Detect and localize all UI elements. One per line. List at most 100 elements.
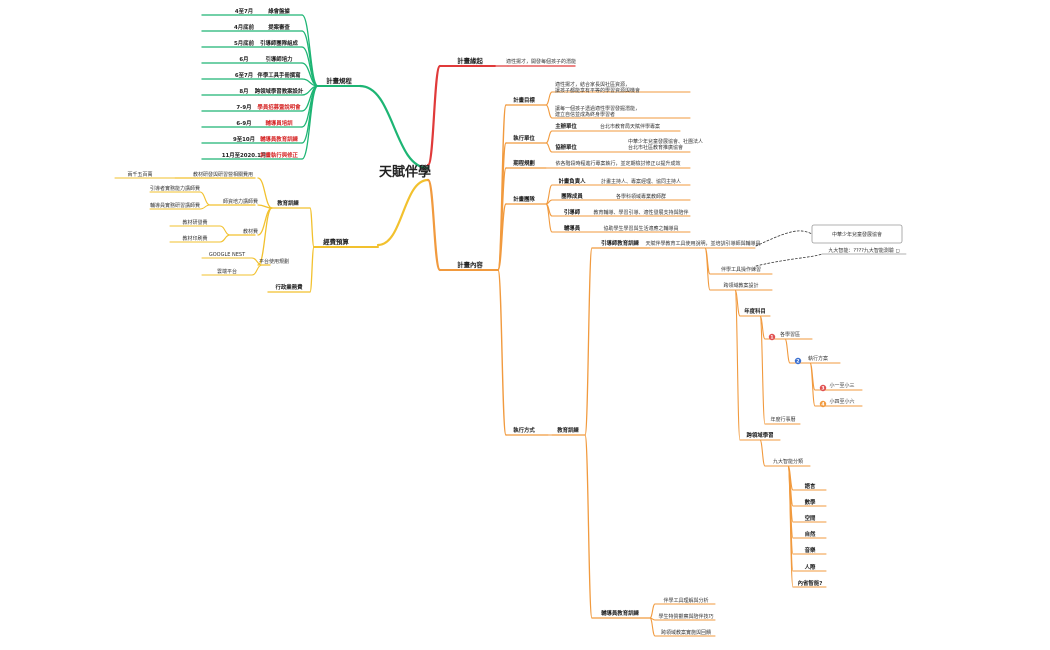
edge-connector	[649, 617, 656, 637]
plan-item-task: 跨領域學習教案設計	[255, 87, 304, 95]
badge-3-icon	[819, 384, 827, 392]
edge-connector	[497, 269, 507, 436]
root-topic: 天賦伴學	[379, 164, 431, 180]
edge-connector	[199, 191, 211, 206]
team-role: 輔導員	[564, 224, 581, 232]
budget-leaf: 輔導員實務研習講師費	[150, 202, 200, 209]
goal-line: 讓每一個孩子透過適性學習發掘潛能，	[555, 105, 640, 112]
callout-connector	[755, 230, 813, 247]
budget-edu-child: 教材研發與研習營相關費用	[193, 171, 253, 178]
guide-training: 引導師教育訓練	[601, 239, 639, 247]
budget-leaf: 兩千五百萬	[127, 171, 152, 178]
plan-item-task: 計畫執行與修正	[260, 151, 298, 159]
edge-connector	[584, 247, 593, 436]
plan-item-task: 輔導員培訓	[266, 119, 294, 127]
edge-connector	[787, 465, 794, 588]
topic-origin: 計畫緣起	[457, 56, 483, 65]
edge-connector	[734, 289, 741, 317]
plan-item-task: 伴學工具手冊撰寫	[256, 71, 301, 79]
content-team: 計畫團隊	[513, 195, 535, 203]
budget-leaf: 教材印刷費	[182, 235, 207, 242]
budget-edu-child: 師資培力講師費	[223, 198, 258, 205]
team-text: 教育輔導、學習引導、適性發展支持與陪伴	[593, 209, 688, 216]
callout-connector	[755, 253, 823, 267]
budget-edu-child: 教材費	[243, 228, 258, 235]
guide-art-item: 空間	[805, 514, 816, 522]
units-host: 主辦單位	[555, 122, 577, 130]
goal-line: 讓孩子都能享有平等的學習資源與機會	[555, 87, 640, 94]
edge-root-content	[426, 178, 442, 272]
guide-sub2: 小四至小六	[829, 398, 854, 405]
guide-year: 年度行事曆	[770, 416, 795, 423]
edge-connector	[199, 204, 211, 210]
edge-connector	[257, 207, 273, 266]
badge-1-text: 1	[770, 335, 773, 341]
plan-item-task: 提案審查	[268, 23, 290, 31]
edge-plan-item	[301, 30, 319, 87]
content-goal: 計畫目標	[513, 96, 535, 104]
plan-item-task: 綠會盤據	[268, 7, 290, 15]
badge-2-text: 2	[796, 359, 799, 365]
guide-arts-label: 九大智能分類	[773, 458, 803, 465]
edge-connector	[734, 289, 741, 441]
edge-connector	[545, 203, 553, 233]
edge-connector	[545, 91, 553, 106]
edge-root-budget	[376, 178, 430, 247]
team-text: 計畫主持人、專案經理、協同主持人	[601, 178, 681, 185]
assist-training: 輔導員教育訓練	[601, 609, 639, 617]
guide-cross: 跨領域學習	[747, 431, 774, 439]
assist-item: 跨領域教案實施與回饋	[661, 629, 711, 636]
guide-art-item: 數學	[805, 498, 816, 506]
plan-item-task: 引導師團隊組成	[260, 39, 298, 47]
content-method: 執行方式	[513, 426, 535, 434]
topic-content: 計畫內容	[457, 260, 483, 269]
budget-leaf: 雲端平台	[217, 268, 237, 275]
goal-line: 適性揚才，結合家長與社區資源，	[555, 81, 630, 88]
edge-connector	[309, 207, 315, 248]
plan-item-time: 8月	[239, 87, 248, 95]
team-text: 協助學生學習與生活適應之輔導員	[603, 225, 678, 232]
badge-4-text: 4	[821, 402, 824, 408]
budget-edu: 教育訓練	[277, 199, 299, 207]
guide-plan: 年度科目	[744, 307, 766, 315]
cycle-text: 依各階段時程進行專案執行，並定期檢討修正以提升成效	[555, 160, 680, 167]
plan-item-time: 6-9月	[236, 119, 251, 127]
units-host-text: 台北市教育局天賦伴學專案	[600, 123, 660, 130]
edge-connector	[219, 234, 231, 243]
guide-design: 跨領域教案設計	[723, 282, 758, 289]
callout-box-text: 中華少年兒童發展協會	[832, 231, 882, 238]
callout-sub: 九大智能：????九大智能測驗 ◻	[828, 247, 899, 254]
badge-3-text: 3	[821, 386, 824, 392]
edge-connector	[759, 439, 766, 467]
edge-plan-item	[301, 85, 319, 160]
guide-exec: 執行方案	[808, 355, 828, 362]
topic-budget: 經費預算	[323, 237, 349, 246]
edge-connector	[545, 104, 553, 119]
guide-note: 天賦伴學教育工具使用說明，並培訓引導師與輔導員	[645, 240, 760, 247]
guide-mil: 各學習區	[780, 331, 800, 338]
edge-connector	[219, 225, 231, 236]
guide-art-item: 人際	[805, 563, 816, 571]
badge-4-icon	[819, 400, 827, 408]
edge-connector	[809, 362, 816, 407]
content-units: 執行單位	[513, 134, 535, 142]
edge-connector	[257, 177, 273, 209]
guide-tool: 伴學工具操作練習	[721, 266, 761, 273]
origin-desc: 適性揚才，開發每個孩子的潛能	[506, 58, 576, 65]
plan-item-time: 5月底前	[234, 39, 255, 47]
assist-item: 學生特質觀察與陪伴技巧	[658, 613, 713, 620]
edge-connector	[704, 247, 711, 291]
edge-connector	[759, 315, 766, 425]
method-edu: 教育訓練	[557, 426, 579, 434]
team-role: 引導師	[564, 208, 581, 216]
team-role: 團隊成員	[561, 192, 583, 200]
badge-1-icon	[768, 333, 776, 341]
budget-leaf: 教材研發費	[182, 219, 207, 226]
badge-2-icon	[794, 357, 802, 365]
goal-line: 建立自信並成為終身學習者	[555, 111, 615, 118]
units-co-text: 中華少年兒童發展協會、社團法人	[628, 138, 703, 145]
units-co-text: 台北市社區教育推廣協會	[628, 144, 683, 151]
plan-item-time: 6至7月	[235, 71, 253, 79]
callout-box	[811, 224, 903, 244]
